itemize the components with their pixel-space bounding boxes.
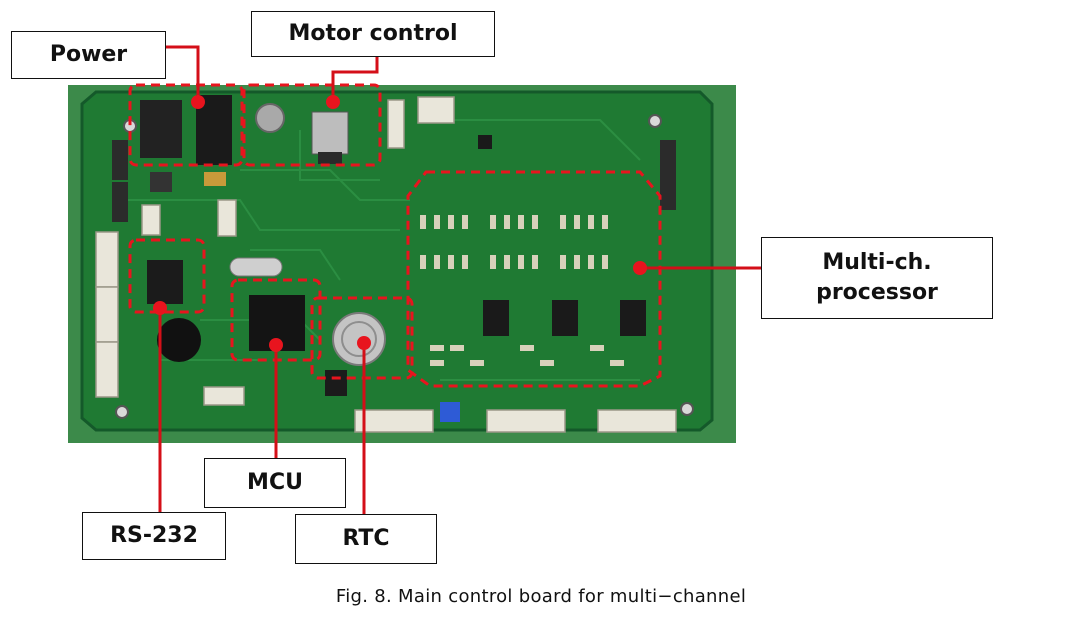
rs232-label: RS-232 xyxy=(82,512,226,560)
mcu-label: MCU xyxy=(204,458,346,508)
power-leader xyxy=(165,45,200,100)
figure-caption: Fig. 8. Main control board for multi−cha… xyxy=(335,586,747,607)
power-label-text: Power xyxy=(49,42,128,68)
rtc-label-text: RTC xyxy=(342,526,390,552)
leader-lines xyxy=(158,45,766,515)
mcu-label-text: MCU xyxy=(247,470,303,496)
motor-leader xyxy=(331,55,379,100)
multi-ch-processor-label: Multi-ch. processor xyxy=(761,237,993,319)
rtc-label: RTC xyxy=(295,514,437,564)
motor-control-label: Motor control xyxy=(251,11,495,57)
pcb-board xyxy=(80,90,714,433)
motor-control-label-text: Motor control xyxy=(288,21,458,47)
multi-ch-label-line1: Multi-ch. xyxy=(822,250,932,276)
power-label: Power xyxy=(11,31,166,79)
power-region xyxy=(128,83,244,167)
leader-dots xyxy=(153,95,647,352)
multi-ch-label-line2: processor xyxy=(816,280,938,305)
multi-ch-region xyxy=(406,170,662,388)
rs232-label-text: RS-232 xyxy=(110,523,198,549)
rtc-region xyxy=(310,296,414,380)
motor-control-region xyxy=(242,83,382,167)
rs232-region xyxy=(128,238,206,314)
